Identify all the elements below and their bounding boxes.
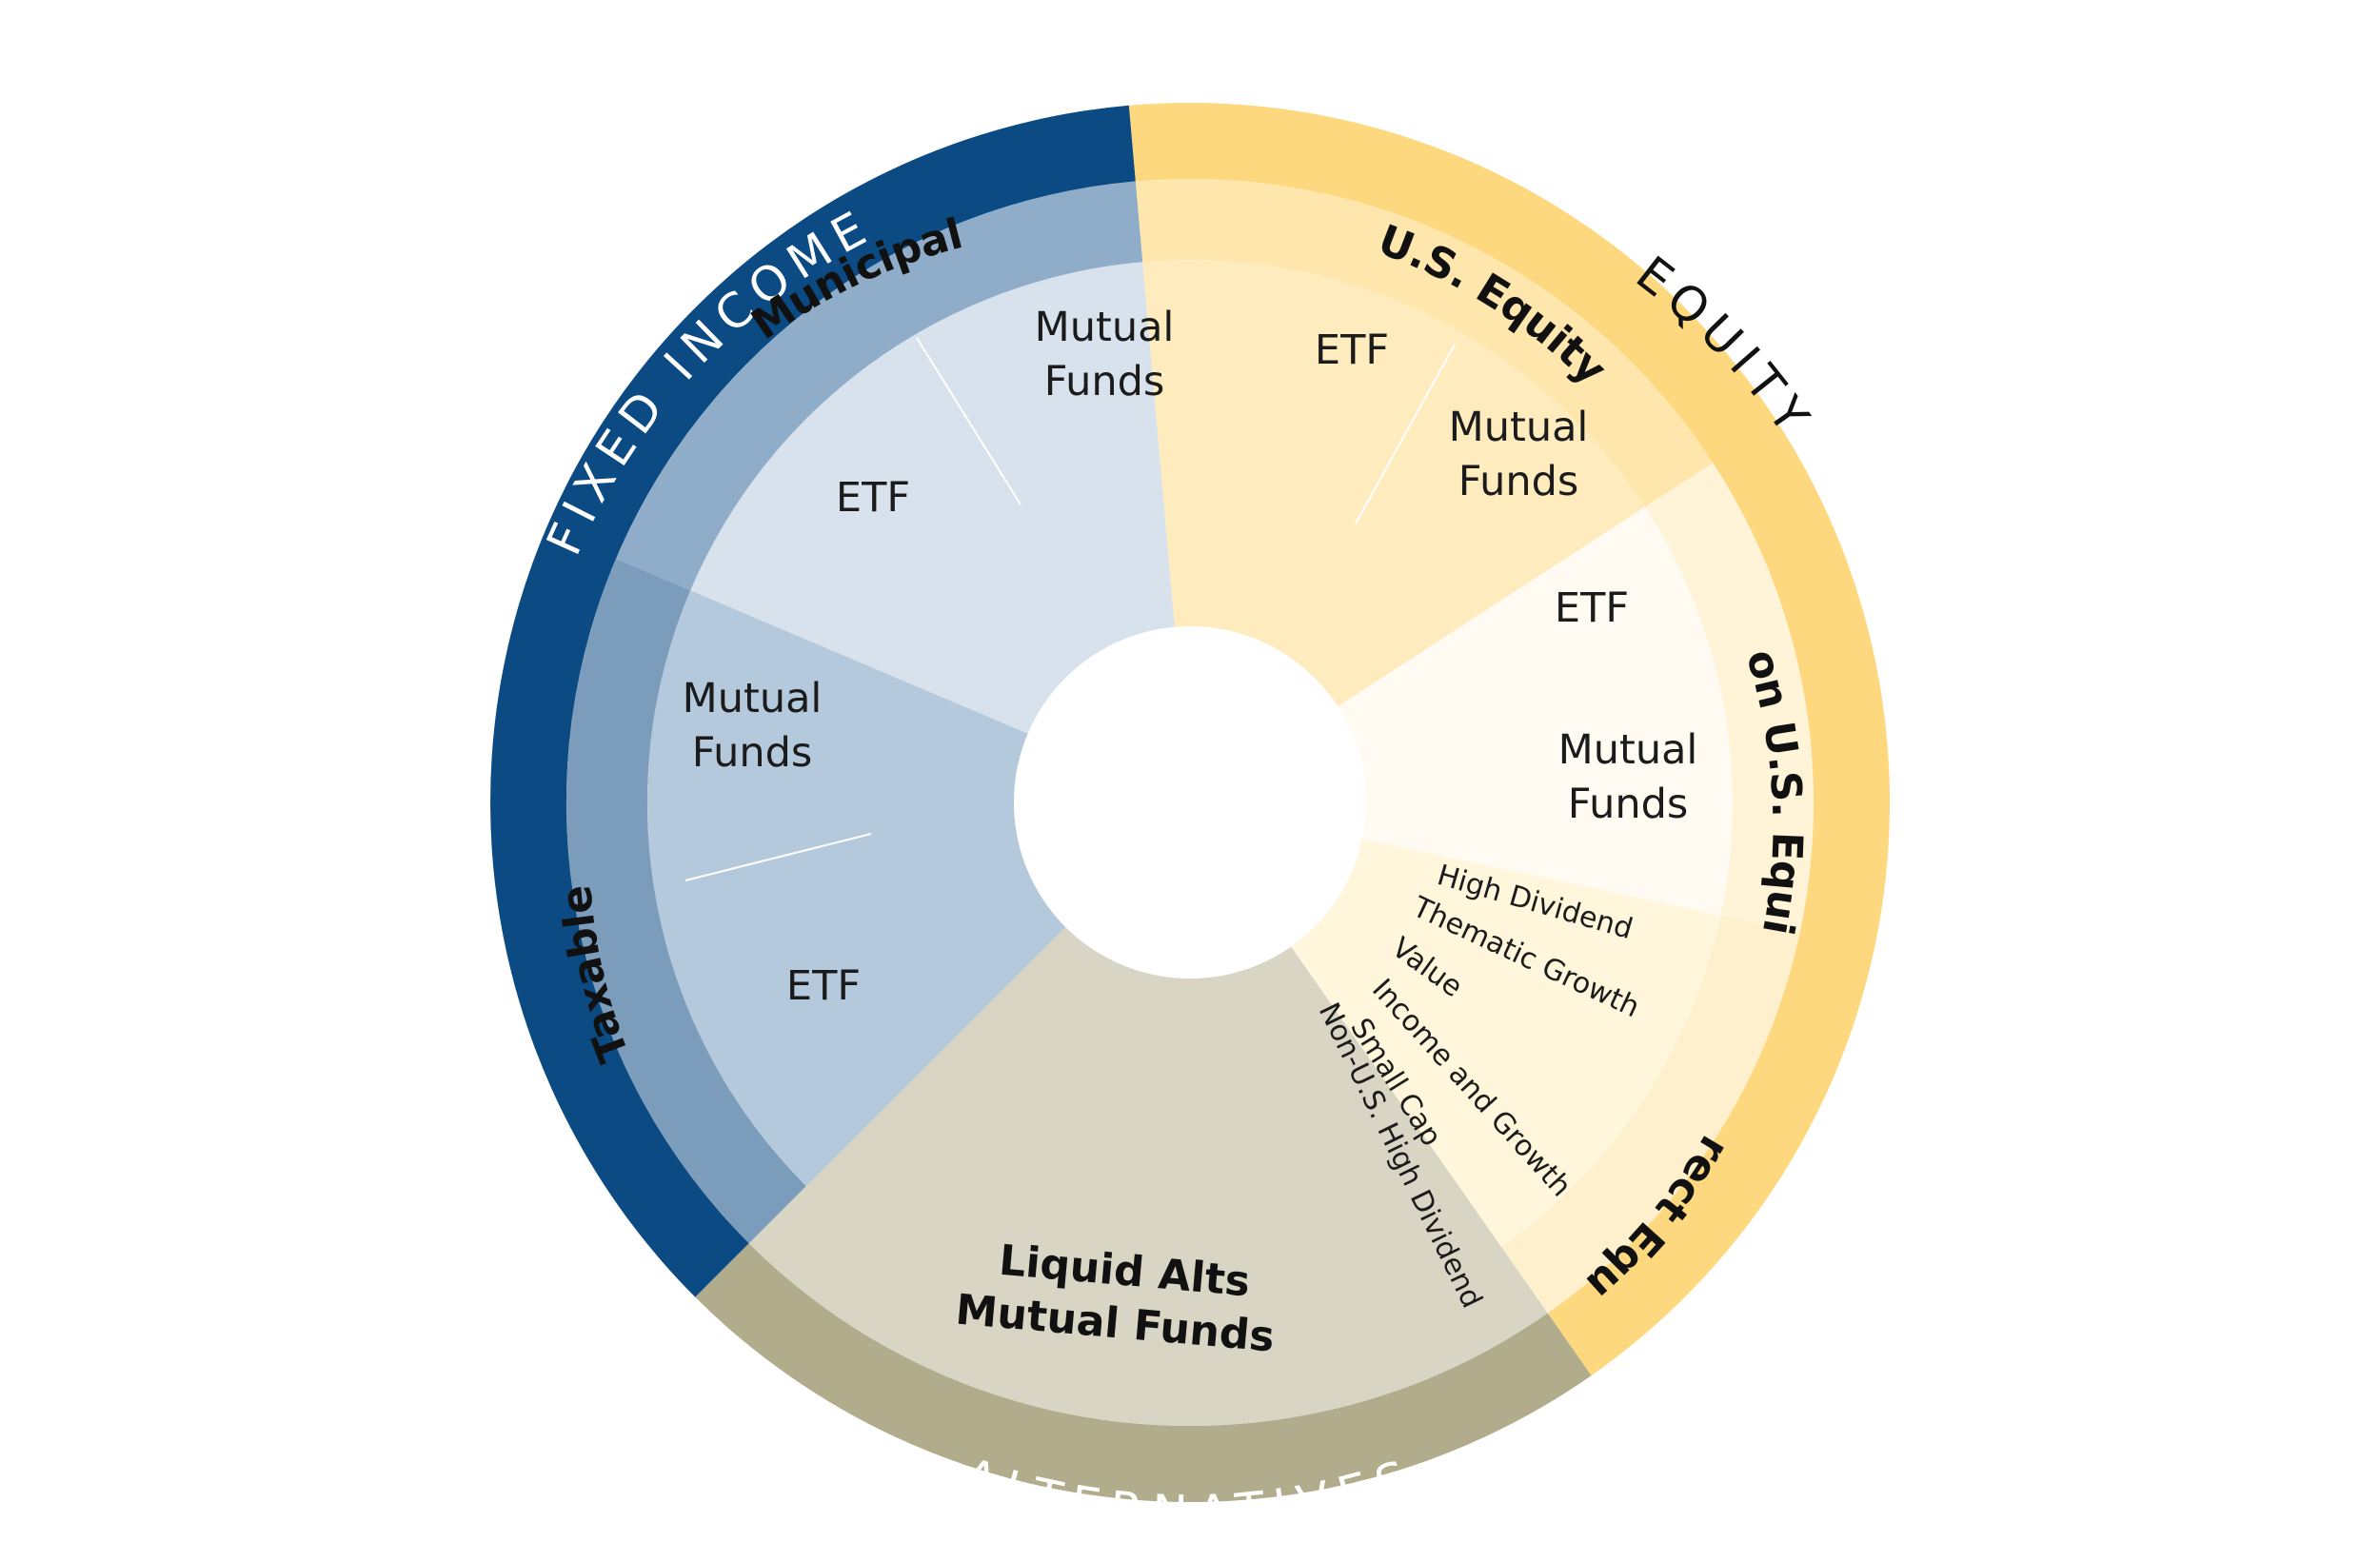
product-labels: Mutual Funds ETF Mutual Funds ETF ETF Mu… bbox=[683, 304, 1698, 1362]
direct-equity-band bbox=[1500, 915, 1800, 1314]
non-us-equity-mutual-funds-line1: Mutual bbox=[1558, 726, 1698, 774]
taxable-sector bbox=[646, 590, 1066, 1187]
fixed-income-outer-band bbox=[490, 105, 1136, 1297]
alternatives-outer-band bbox=[695, 1243, 1592, 1503]
non-us-equity-etf: ETF bbox=[1555, 584, 1629, 632]
municipal-sector bbox=[690, 262, 1175, 734]
us-equity-divider bbox=[1355, 344, 1456, 524]
taxable-band bbox=[566, 559, 806, 1244]
alternatives-sector bbox=[748, 926, 1548, 1427]
taxable-divider bbox=[684, 833, 872, 881]
taxable-etf: ETF bbox=[786, 962, 861, 1010]
dividers bbox=[684, 337, 1456, 881]
taxable-mutual-funds-line2: Funds bbox=[692, 729, 813, 777]
us-equity-mutual-funds-line1: Mutual bbox=[1449, 404, 1589, 451]
us-equity-mutual-funds-line2: Funds bbox=[1458, 458, 1579, 505]
us-equity-band bbox=[1135, 179, 1714, 507]
direct-equity-sector bbox=[1291, 839, 1721, 1247]
non-us-equity-sector bbox=[1338, 506, 1733, 916]
taxable-mutual-funds-line1: Mutual bbox=[683, 675, 823, 722]
center-hub bbox=[1014, 626, 1366, 979]
municipal-mutual-funds-line2: Funds bbox=[1044, 358, 1165, 405]
us-equity-etf: ETF bbox=[1315, 326, 1389, 374]
municipal-band bbox=[616, 181, 1143, 591]
municipal-mutual-funds-line1: Mutual bbox=[1035, 304, 1175, 351]
municipal-divider bbox=[916, 337, 1021, 505]
non-us-equity-band bbox=[1645, 463, 1814, 933]
rings bbox=[490, 102, 1891, 1503]
municipal-etf: ETF bbox=[836, 474, 910, 522]
equity-outer-band bbox=[1128, 102, 1891, 1376]
us-equity-sector bbox=[1142, 260, 1645, 707]
non-us-equity-mutual-funds-line2: Funds bbox=[1568, 781, 1689, 828]
